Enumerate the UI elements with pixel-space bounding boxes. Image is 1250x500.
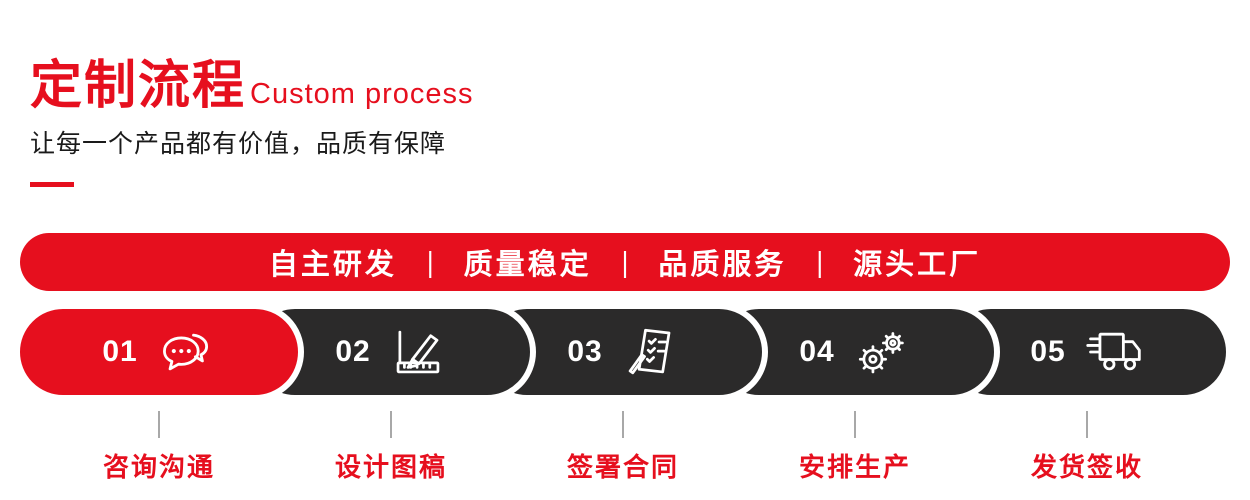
subtitle: 让每一个产品都有价值，品质有保障 xyxy=(30,130,447,158)
step-label: 安排生产 xyxy=(798,452,911,482)
gears-icon xyxy=(853,323,911,381)
step-label: 签署合同 xyxy=(566,452,679,482)
banner-separator: | xyxy=(426,244,434,278)
connector-tick xyxy=(622,411,624,438)
step-label: 发货签收 xyxy=(1030,452,1143,482)
step-number: 03 xyxy=(567,335,603,368)
page-title-chinese: 定制流程 xyxy=(30,57,247,115)
banner-item-factory: 源头工厂 xyxy=(853,249,982,281)
step-number: 04 xyxy=(799,335,835,368)
step-footer-contract: 签署合同 xyxy=(478,411,768,484)
step-number: 05 xyxy=(1030,335,1066,368)
section-header: 定制流程 Custom process 让每一个产品都有价值，品质有保障 xyxy=(0,0,1250,187)
step-number: 02 xyxy=(335,335,371,368)
step-pill-consultation: 01 xyxy=(14,303,304,401)
process-steps-row: 01 02 xyxy=(14,303,1236,401)
step-label: 咨询沟通 xyxy=(102,452,215,482)
connector-tick xyxy=(854,411,856,438)
banner-item-service: 品质服务 xyxy=(658,249,787,281)
feature-banner: 自主研发 | 质量稳定 | 品质服务 | 源头工厂 xyxy=(20,233,1230,291)
step-labels-row: 咨询沟通 设计图稿 签署合同 安排生产 发货签收 xyxy=(14,411,1236,484)
connector-tick xyxy=(158,411,160,438)
chat-bubbles-icon xyxy=(156,322,216,382)
page-title-english: Custom process xyxy=(250,78,474,110)
contract-document-icon xyxy=(621,323,679,381)
title-row: 定制流程 Custom process xyxy=(30,60,1250,112)
banner-separator: | xyxy=(621,244,629,278)
delivery-truck-icon xyxy=(1084,322,1144,382)
step-label: 设计图稿 xyxy=(334,452,447,482)
step-footer-design: 设计图稿 xyxy=(246,411,536,484)
banner-item-quality: 质量稳定 xyxy=(463,249,592,281)
connector-tick xyxy=(390,411,392,438)
banner-item-rd: 自主研发 xyxy=(268,249,397,281)
ruler-pencil-icon xyxy=(389,323,447,381)
step-footer-consultation: 咨询沟通 xyxy=(14,411,304,484)
step-footer-delivery: 发货签收 xyxy=(942,411,1232,484)
step-footer-production: 安排生产 xyxy=(710,411,1000,484)
connector-tick xyxy=(1086,411,1088,438)
accent-dash xyxy=(30,182,74,187)
step-number: 01 xyxy=(102,335,138,368)
banner-separator: | xyxy=(816,244,824,278)
